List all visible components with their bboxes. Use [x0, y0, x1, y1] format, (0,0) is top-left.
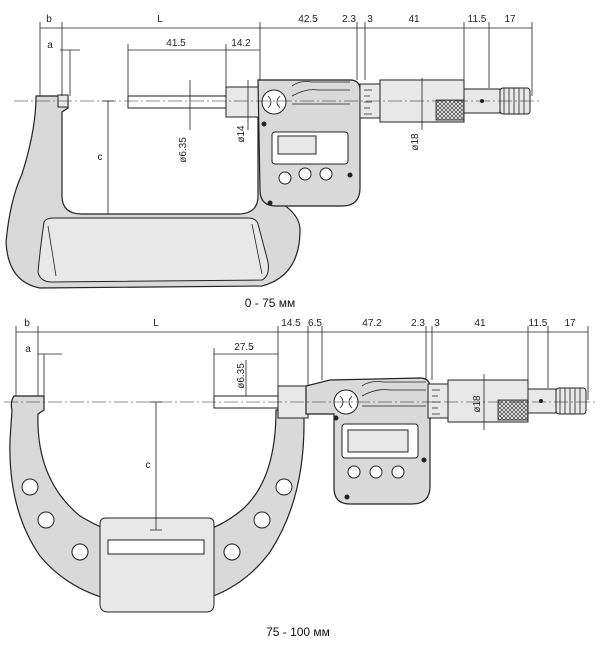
hole-6 — [275, 478, 293, 496]
ratchet-bottom — [555, 387, 587, 415]
dim-c-bottom: c — [146, 460, 151, 471]
dim-L-top: L — [157, 14, 163, 25]
lock-ring-top — [261, 89, 287, 115]
button-bottom-3 — [391, 465, 405, 479]
dim-a-bottom: a — [25, 344, 31, 355]
caption-top: 0 - 75 мм — [245, 296, 296, 310]
micrometer-0-75: b L 42.5 2.3 3 41 11.5 17 a 41.5 14.2 c … — [5, 14, 540, 310]
dim-14-5-bottom: 14.5 — [281, 318, 301, 329]
plate-slot-bottom — [107, 539, 205, 555]
dim-17-bottom: 17 — [564, 318, 576, 329]
hole-1 — [21, 478, 39, 496]
dim-47-2-bottom: 47.2 — [362, 318, 382, 329]
button-top-1 — [278, 171, 292, 185]
dim-lines-bottom — [15, 326, 589, 531]
dim-17-top: 17 — [504, 14, 516, 25]
dim-2-3-bottom: 2.3 — [411, 318, 425, 329]
spindle-top — [127, 95, 227, 109]
dim-phi6-35-top: ø6.35 — [178, 137, 189, 163]
button-bottom-2 — [369, 465, 383, 479]
frame-bottom-plate — [99, 517, 215, 613]
button-bottom-1 — [347, 465, 361, 479]
dim-27-5-bottom: 27.5 — [234, 342, 254, 353]
hole-2 — [37, 511, 55, 529]
dim-3-bottom: 3 — [434, 318, 440, 329]
knurl-top — [435, 99, 465, 121]
dim-3-top: 3 — [367, 14, 373, 25]
hole-3 — [71, 543, 89, 561]
button-top-2 — [298, 167, 312, 181]
dim-41-5-top: 41.5 — [166, 38, 186, 49]
hole-5 — [253, 511, 271, 529]
sleeve-top — [225, 86, 261, 118]
frame-top-plate — [37, 217, 269, 283]
dim-41-top: 41 — [408, 14, 420, 25]
dim-L-bottom: L — [153, 318, 159, 329]
sleeve-scale-bottom — [427, 383, 449, 419]
dim-phi18-bottom: ø18 — [472, 395, 483, 413]
dim-b-bottom: b — [24, 318, 30, 329]
dim-phi14-top: ø14 — [236, 125, 247, 143]
dim-a-top: a — [47, 40, 53, 51]
dim-phi18-top: ø18 — [410, 133, 421, 151]
hole-4 — [223, 543, 241, 561]
dim-2-3-top: 2.3 — [342, 14, 356, 25]
dim-11-5-bottom: 11.5 — [529, 318, 548, 329]
micrometer-75-100: b L 14.5 6.5 47.2 2.3 3 41 11.5 17 a 27.… — [4, 318, 598, 639]
caption-bottom: 75 - 100 мм — [266, 625, 330, 639]
knurl-bottom — [497, 399, 529, 421]
dim-b-top: b — [46, 14, 52, 25]
dim-11-5-top: 11.5 — [468, 14, 487, 25]
dim-42-5-top: 42.5 — [298, 14, 318, 25]
lcd-top — [277, 135, 317, 155]
dim-phi6-35-bottom: ø6.35 — [236, 363, 247, 389]
dim-6-5-bottom: 6.5 — [308, 318, 322, 329]
button-top-3 — [319, 167, 333, 181]
dim-c-top: c — [98, 152, 103, 163]
dim-41-bottom: 41 — [474, 318, 486, 329]
lcd-bottom — [347, 429, 409, 453]
dim-14-2-top: 14.2 — [231, 38, 251, 49]
dim-lines-top — [39, 22, 533, 215]
